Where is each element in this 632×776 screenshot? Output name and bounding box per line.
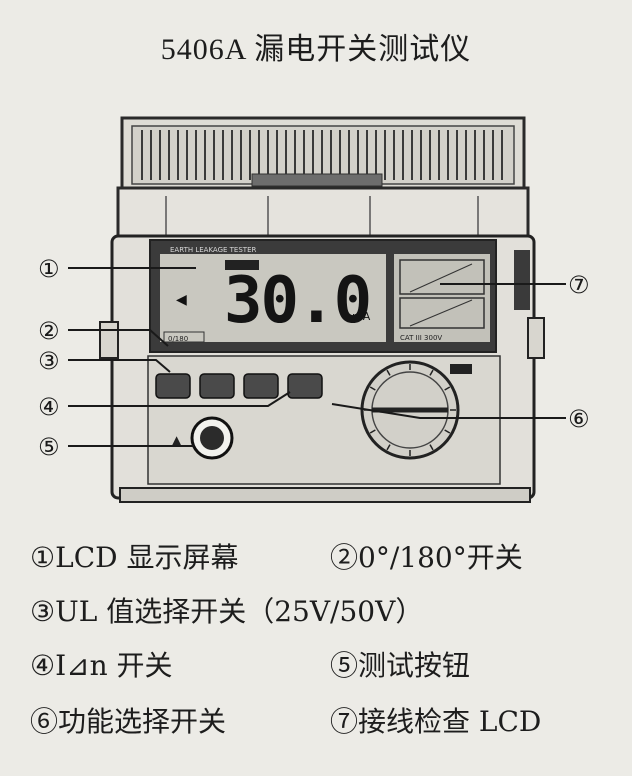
legend-item-7: ⑦接线检查 LCD [330, 705, 542, 738]
callout-3: ③ [38, 347, 60, 375]
callout-numbers: ① ② ③ ④ ⑤ ⑥ ⑦ [38, 255, 590, 461]
callout-7: ⑦ [568, 271, 590, 299]
device-top-ribs [120, 116, 526, 192]
extra-button[interactable] [287, 373, 323, 399]
callout-1: ① [38, 255, 60, 283]
svg-text:◀: ◀ [176, 292, 187, 308]
legend-item-1: ①LCD 显示屏幕 [30, 541, 239, 574]
legend-item-6: ⑥功能选择开关 [30, 705, 227, 738]
legend-item-5: ⑤测试按钮 [330, 649, 471, 682]
lcd-left-tag: 0/180 [168, 335, 188, 343]
lcd-display: EARTH LEAKAGE TESTER ◀ 30.0 mA 0/180 CAT… [149, 239, 497, 353]
lcd-unit: mA [352, 310, 371, 323]
lcd-bottom-tag: CAT III 300V [400, 334, 442, 342]
legend-item-3: ③UL 值选择开关（25V/50V） [30, 595, 424, 628]
legend-item-4: ④I⊿n 开关 [30, 649, 173, 682]
callout-lines [68, 267, 566, 447]
callout-6: ⑥ [568, 405, 590, 433]
zero-180-switch-button[interactable] [155, 373, 191, 399]
ul-select-button[interactable] [199, 373, 235, 399]
page-title: 5406A 漏电开关测试仪 [160, 33, 472, 66]
device-upper-shelf [116, 186, 530, 240]
lcd-top-strip: EARTH LEAKAGE TESTER [170, 246, 256, 254]
control-panel: ▲ [147, 355, 501, 485]
callout-5: ⑤ [38, 433, 60, 461]
callout-4: ④ [38, 393, 60, 421]
legend-item-2: ②0°/180°开关 [330, 541, 523, 574]
callout-2: ② [38, 317, 60, 345]
lcd-reading: 30.0 [224, 264, 370, 338]
i-delta-n-button[interactable] [243, 373, 279, 399]
svg-text:▲: ▲ [172, 433, 182, 447]
